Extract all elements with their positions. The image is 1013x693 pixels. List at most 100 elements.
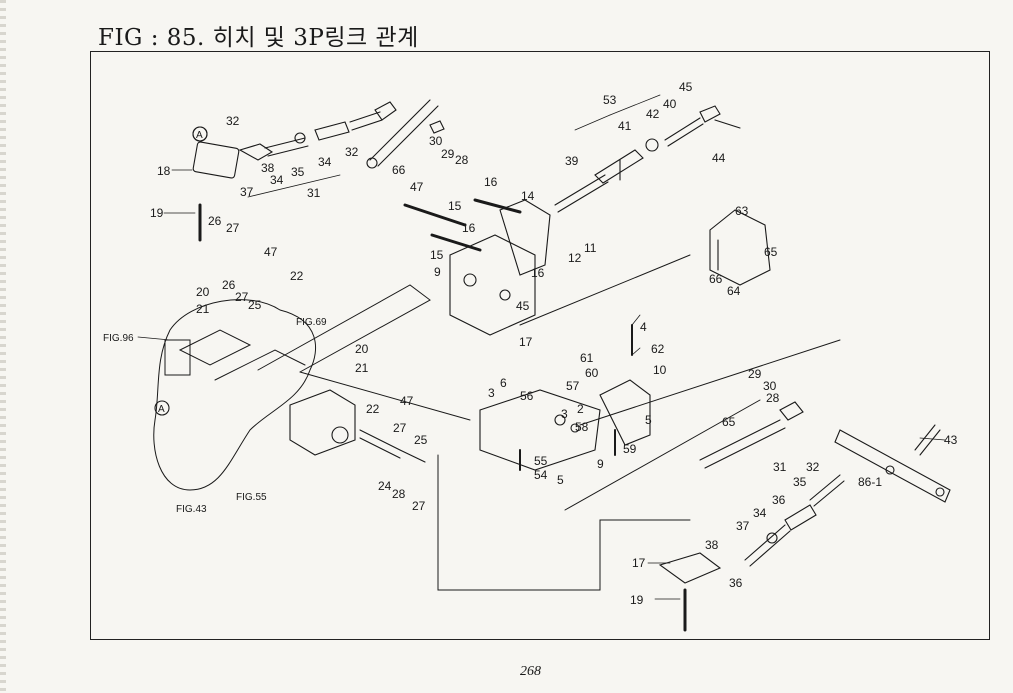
- page-number: 268: [520, 664, 541, 679]
- marker-a-top: A: [192, 126, 208, 142]
- callout: 12: [568, 251, 582, 265]
- lift-rod-lower: [699, 401, 951, 503]
- callout: 58: [575, 420, 589, 434]
- callout: 16: [484, 175, 498, 189]
- callout: 35: [291, 165, 305, 179]
- callout: 61: [580, 351, 594, 365]
- callout: 30: [763, 379, 777, 393]
- callout: 44: [712, 151, 726, 165]
- callout: 29: [441, 147, 455, 161]
- callout: 20: [355, 342, 369, 356]
- callout: 56: [520, 389, 534, 403]
- marker-a-bottom: A: [154, 400, 170, 416]
- callout: 45: [679, 80, 693, 94]
- callout: 16: [462, 221, 476, 235]
- callout: 20: [196, 285, 210, 299]
- callout: 59: [623, 442, 637, 456]
- callout: 62: [651, 342, 665, 356]
- callout: 34: [318, 155, 332, 169]
- callout: 86-1: [858, 475, 882, 489]
- callout: 3: [561, 407, 568, 421]
- callout: 21: [196, 302, 210, 316]
- engine-block: [153, 299, 316, 491]
- callout: 19: [150, 206, 164, 220]
- control-valve-block: [479, 324, 651, 471]
- callout: 3: [488, 386, 495, 400]
- callout: 66: [709, 272, 723, 286]
- callout: 31: [773, 460, 787, 474]
- top-link-upper: [192, 99, 445, 242]
- callout: 45: [516, 299, 530, 313]
- callout: 27: [226, 221, 240, 235]
- callout: 41: [618, 119, 632, 133]
- callout: 26: [222, 278, 236, 292]
- callout: 37: [736, 519, 750, 533]
- svg-text:A: A: [158, 404, 165, 415]
- turnbuckle-lower: [658, 474, 845, 632]
- callout: 9: [597, 457, 604, 471]
- callout: 27: [393, 421, 407, 435]
- callout: 32: [345, 145, 359, 159]
- fig-ref: FIG.96: [103, 333, 134, 344]
- callout: 63: [735, 204, 749, 218]
- callout: 21: [355, 361, 369, 375]
- callout: 30: [429, 134, 443, 148]
- callout: 18: [157, 164, 171, 178]
- callout: 15: [448, 199, 462, 213]
- callout: 65: [722, 415, 736, 429]
- callout: 40: [663, 97, 677, 111]
- callout: 43: [944, 433, 958, 447]
- callout: 9: [434, 265, 441, 279]
- hitch-housing: [403, 198, 551, 336]
- callout: 57: [566, 379, 580, 393]
- callout: 54: [534, 468, 548, 482]
- callout: 66: [392, 163, 406, 177]
- turnbuckle-upper: [554, 105, 741, 213]
- figure-title: FIG : 85. 히치 및 3P링크 관계: [98, 25, 419, 51]
- callout: 15: [430, 248, 444, 262]
- callout: 17: [632, 556, 646, 570]
- callout: 28: [766, 391, 780, 405]
- callout: 19: [630, 593, 644, 607]
- callout: 34: [753, 506, 767, 520]
- valve-body: [289, 389, 426, 463]
- callout: 22: [366, 402, 380, 416]
- callout: 32: [226, 114, 240, 128]
- callout: 27: [235, 290, 249, 304]
- diagram-frame: [90, 51, 990, 640]
- callout: 5: [645, 413, 652, 427]
- callout: 36: [772, 493, 786, 507]
- callout: 4: [640, 320, 647, 334]
- callout: 25: [248, 298, 262, 312]
- callout: 64: [727, 284, 741, 298]
- fig-ref: FIG.55: [236, 492, 267, 503]
- callout: 31: [307, 186, 321, 200]
- callout: 60: [585, 366, 599, 380]
- callout: 35: [793, 475, 807, 489]
- callout-labels: 32 38 34 37 35 34 32 31 66 30 29 28 18 1…: [103, 80, 958, 607]
- leader-lines: [137, 94, 946, 600]
- callout: 27: [412, 499, 426, 513]
- callout: 38: [261, 161, 275, 175]
- callout: 11: [584, 241, 597, 255]
- callout: 5: [557, 473, 564, 487]
- callout: 29: [748, 367, 762, 381]
- callout: 26: [208, 214, 222, 228]
- callout: 17: [519, 335, 533, 349]
- callout: 36: [729, 576, 743, 590]
- fig-ref: FIG.69: [296, 317, 327, 328]
- callout: 38: [705, 538, 719, 552]
- callout: 47: [400, 394, 414, 408]
- callout: 6: [500, 376, 507, 390]
- callout: 65: [764, 245, 778, 259]
- callout: 47: [264, 245, 278, 259]
- callout: 14: [521, 189, 535, 203]
- callout: 24: [378, 479, 392, 493]
- callout: 25: [414, 433, 428, 447]
- callout: 39: [565, 154, 579, 168]
- callout: 16: [531, 266, 545, 280]
- callout: 55: [534, 454, 548, 468]
- callout: 28: [455, 153, 469, 167]
- callout: 10: [653, 363, 667, 377]
